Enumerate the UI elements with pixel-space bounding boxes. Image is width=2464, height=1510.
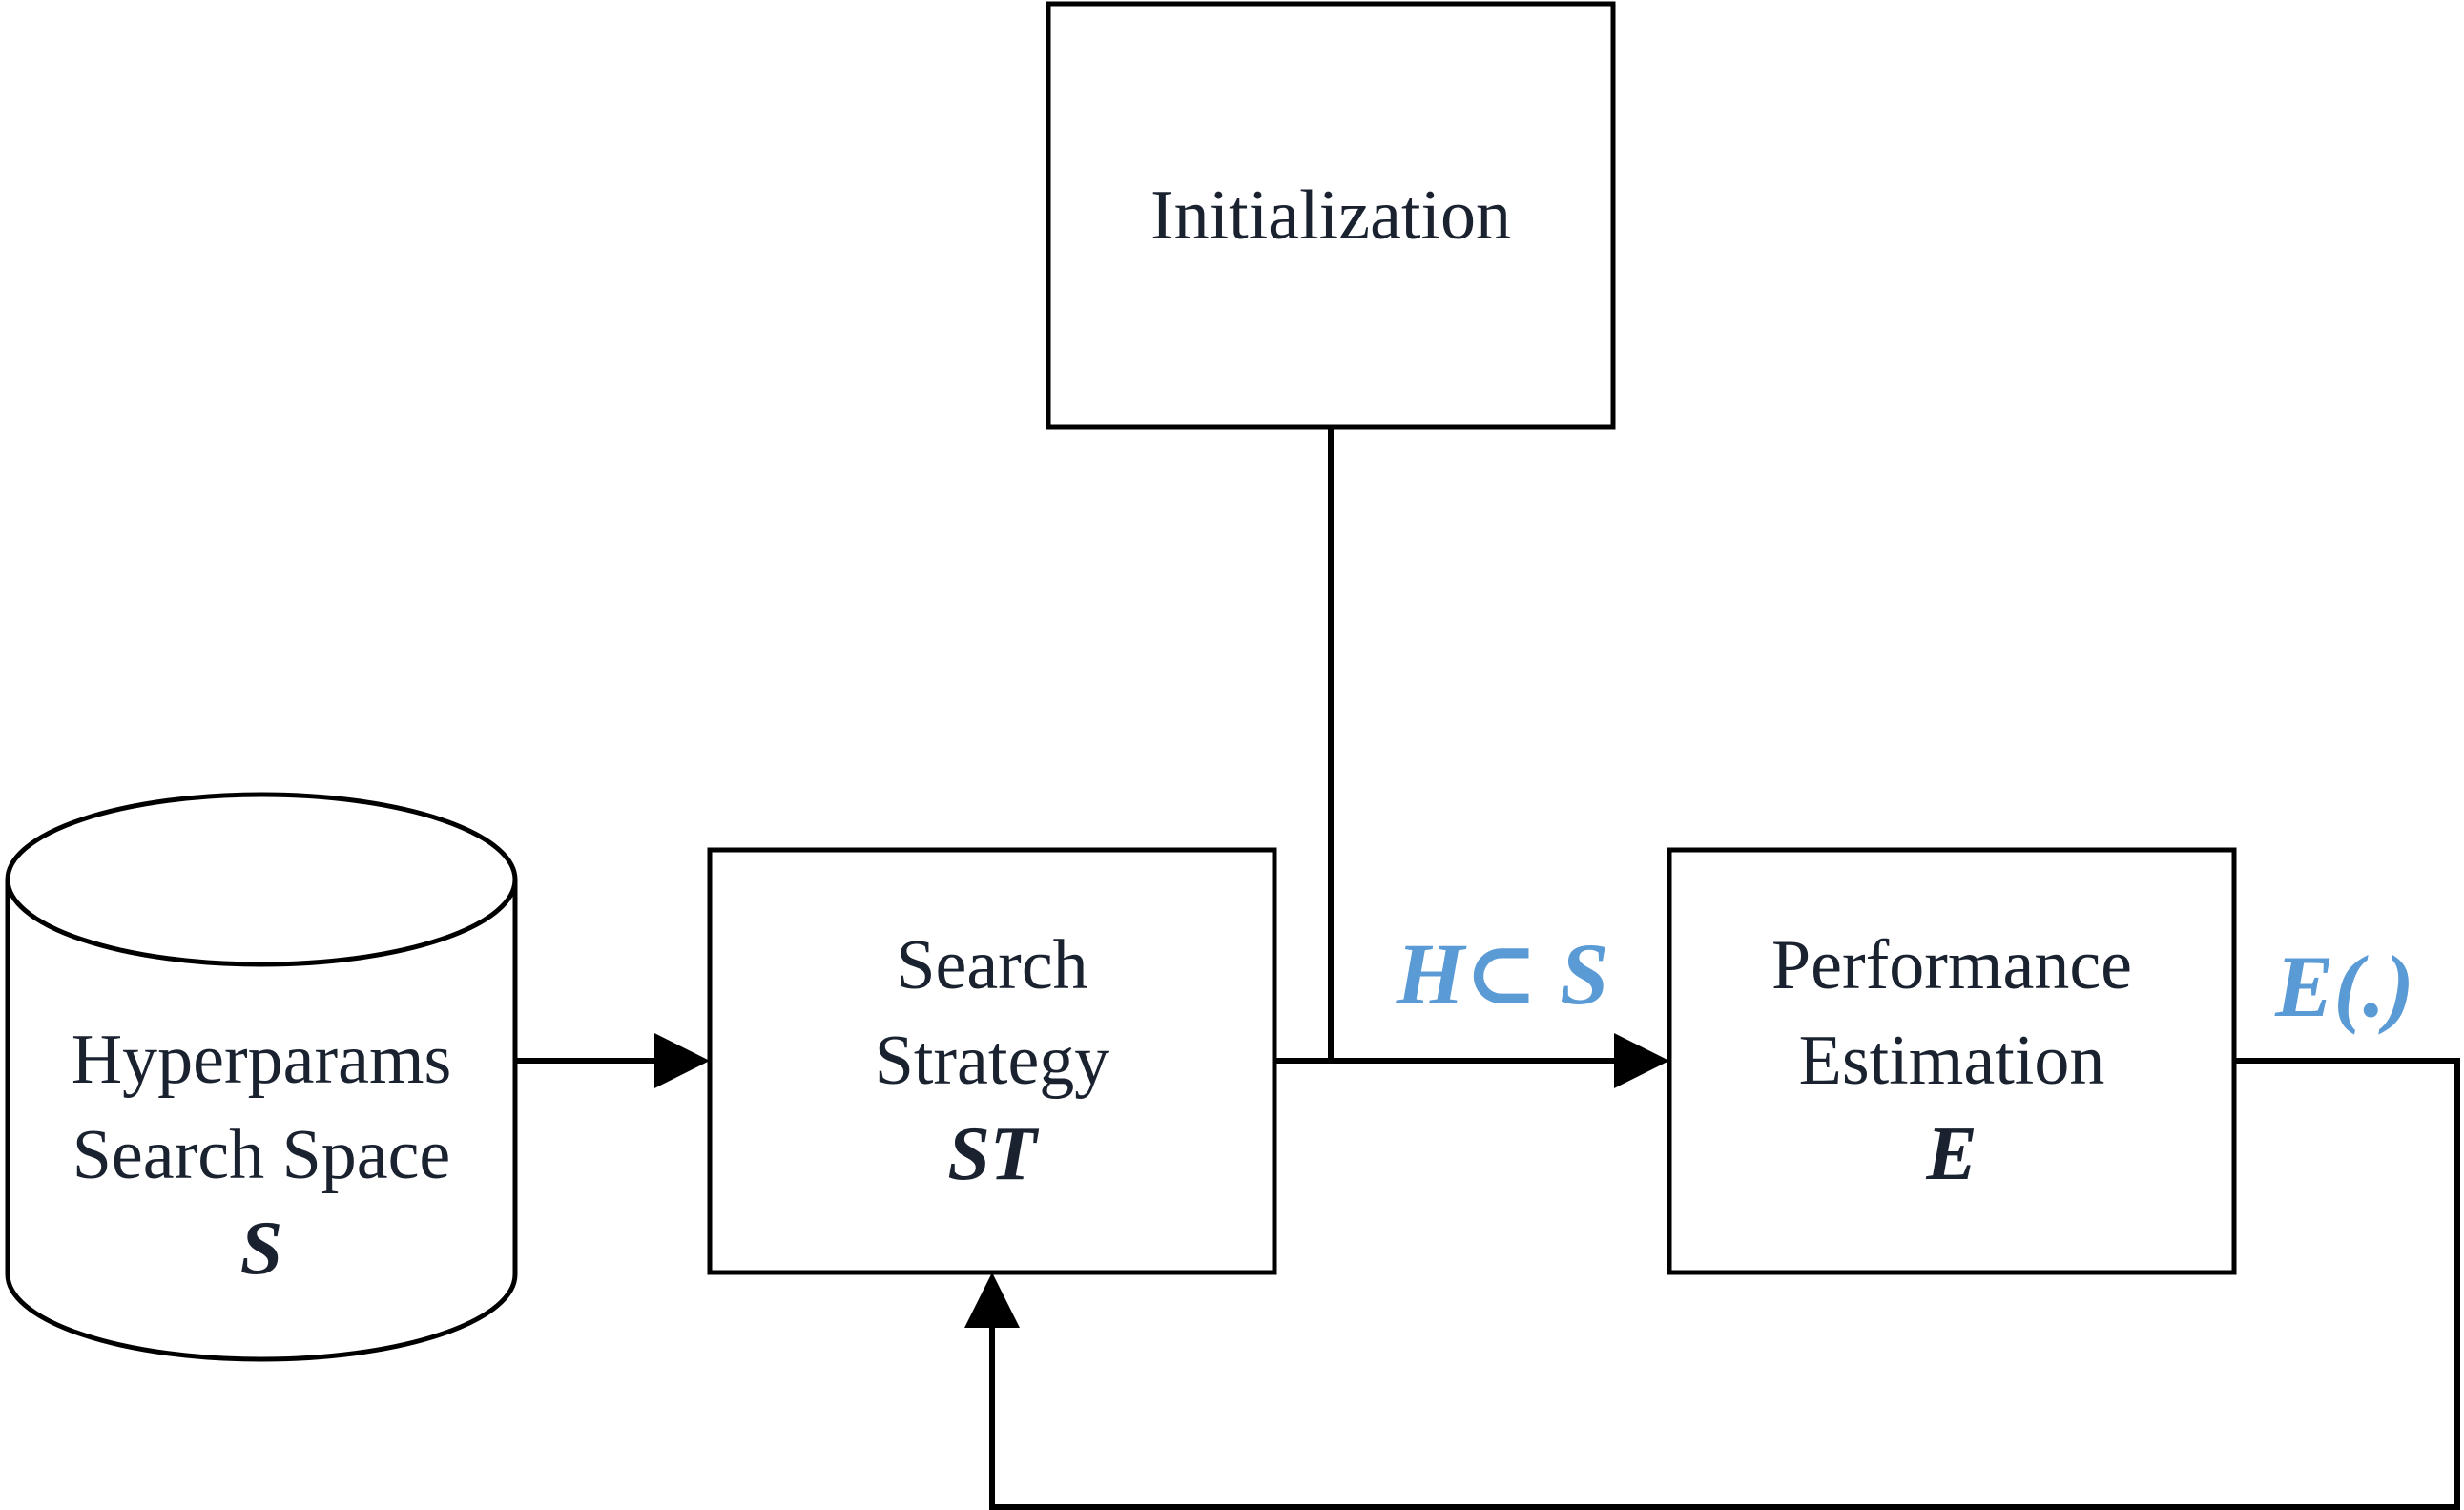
- initialization-node: Initialization: [1046, 1, 1616, 430]
- performance-estimation-symbol: E: [1925, 1112, 1977, 1196]
- performance-estimation-node: Performance Estimation E: [1667, 847, 2237, 1275]
- edge-feedback-loop-arrowhead: [964, 1272, 1020, 1328]
- edge-feedback-loop: E(.): [964, 938, 2460, 1510]
- search-space-node: Hyperparams Search Space S: [5, 792, 518, 1362]
- search-strategy-node: Search Strategy ST: [707, 847, 1277, 1275]
- search-space-label-line2: Search Space: [72, 1116, 451, 1194]
- search-space-symbol: S: [240, 1207, 283, 1291]
- search-space-cylinder-top: [5, 792, 518, 967]
- edge-search-space-to-strategy-arrowhead: [654, 1033, 710, 1088]
- search-space-label-line1: Hyperparams: [72, 1021, 452, 1099]
- edge-feedback-loop-line: [989, 1058, 2460, 1510]
- edge-strategy-to-estimation-arrowhead: [1614, 1033, 1669, 1088]
- edge-strategy-to-estimation: H⊂ S: [1274, 925, 1669, 1088]
- evaluation-function-label: E(.): [2274, 938, 2414, 1035]
- candidate-subset-label: H⊂ S: [1396, 925, 1609, 1023]
- search-strategy-label-line2: Strategy: [875, 1022, 1110, 1100]
- initialization-label: Initialization: [1150, 176, 1511, 255]
- initialization-box: [1046, 1, 1616, 430]
- edge-search-space-to-strategy: [515, 1033, 710, 1088]
- search-strategy-symbol: ST: [947, 1112, 1039, 1196]
- search-space-cylinder-body: [5, 879, 518, 1362]
- performance-estimation-label-line2: Estimation: [1799, 1022, 2105, 1100]
- performance-estimation-box: [1667, 847, 2237, 1275]
- search-strategy-label-line1: Search: [896, 926, 1087, 1004]
- performance-estimation-label-line1: Performance: [1771, 926, 2132, 1004]
